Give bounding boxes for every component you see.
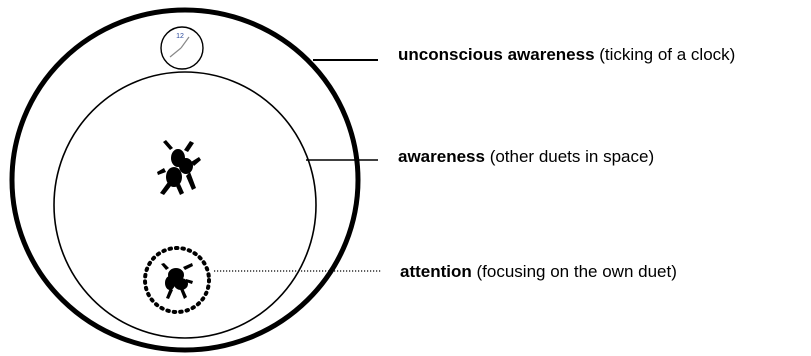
label-awareness-term: awareness <box>398 147 485 166</box>
label-awareness-detail: (other duets in space) <box>490 147 654 166</box>
clock-icon: 12 <box>161 27 203 69</box>
label-unconscious-term: unconscious awareness <box>398 45 595 64</box>
label-unconscious-detail: (ticking of a clock) <box>599 45 735 64</box>
attention-duet-silhouette-icon <box>161 263 193 299</box>
label-awareness: awareness (other duets in space) <box>398 147 654 167</box>
label-attention-term: attention <box>400 262 472 281</box>
label-attention-detail: (focusing on the own duet) <box>477 262 677 281</box>
label-unconscious-awareness: unconscious awareness (ticking of a cloc… <box>398 45 735 65</box>
dancing-duet-silhouette-icon <box>157 140 201 195</box>
label-attention: attention (focusing on the own duet) <box>400 262 677 282</box>
clock-number: 12 <box>176 33 184 40</box>
